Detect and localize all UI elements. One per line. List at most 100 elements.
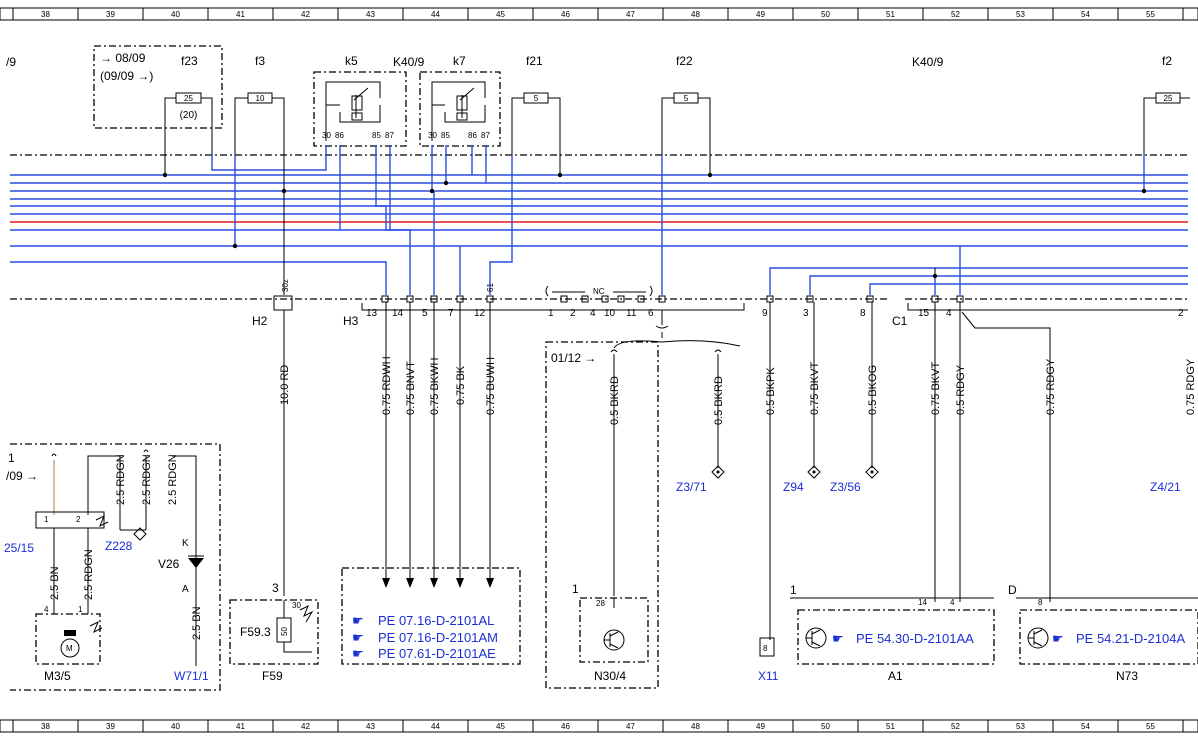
variant-note-0909: (09/09 →) bbox=[100, 69, 153, 83]
svg-text:0.5 BKRD: 0.5 BKRD bbox=[609, 376, 621, 425]
svg-text:W71/1: W71/1 bbox=[174, 669, 209, 683]
svg-text:0.75 BKWH: 0.75 BKWH bbox=[429, 357, 441, 415]
relay-label-k7: k7 bbox=[453, 54, 466, 68]
svg-text:10: 10 bbox=[256, 94, 265, 103]
svg-text:11: 11 bbox=[626, 308, 637, 319]
svg-text:87: 87 bbox=[481, 131, 490, 140]
svg-text:0.5 BKRD: 0.5 BKRD bbox=[713, 376, 725, 425]
fuse-f23: 25 (20) bbox=[164, 92, 213, 155]
variant-note-0809: → 08/09 bbox=[100, 51, 146, 65]
junction-dots bbox=[162, 172, 1147, 279]
svg-text:A: A bbox=[182, 584, 189, 595]
svg-text:2.5 RDGN: 2.5 RDGN bbox=[83, 549, 95, 600]
variant-box-f23 bbox=[93, 45, 223, 129]
svg-text:9: 9 bbox=[762, 308, 768, 319]
ruler-column-label: 51 bbox=[886, 722, 895, 731]
svg-text:V26: V26 bbox=[158, 557, 180, 571]
pe-ref-2: PE 07.16-D-2101AM bbox=[378, 630, 498, 645]
svg-text:12: 12 bbox=[474, 308, 486, 319]
fuse-f2: 25 bbox=[1143, 92, 1190, 155]
svg-text:0.75 BK: 0.75 BK bbox=[455, 365, 467, 405]
ruler-column-label: 50 bbox=[821, 10, 830, 19]
svg-text:Z228: Z228 bbox=[105, 539, 133, 553]
svg-text:☛: ☛ bbox=[352, 630, 364, 645]
svg-text:1: 1 bbox=[8, 451, 15, 465]
svg-text:0.75 BKVT: 0.75 BKVT bbox=[809, 362, 821, 415]
module-label-k40-right: K40/9 bbox=[912, 55, 944, 69]
svg-text:10: 10 bbox=[604, 308, 616, 319]
fuse-label-f3: f3 bbox=[255, 54, 265, 68]
ruler-column-label: 53 bbox=[1016, 10, 1025, 19]
svg-text:1: 1 bbox=[790, 583, 797, 597]
svg-text:25/15: 25/15 bbox=[4, 541, 34, 555]
fuse-f21: 5 bbox=[511, 92, 561, 155]
svg-text:86: 86 bbox=[468, 131, 477, 140]
ruler-column-label: 49 bbox=[756, 10, 765, 19]
ruler-column-label: 39 bbox=[106, 10, 115, 19]
ruler-column-label: 43 bbox=[366, 10, 375, 19]
svg-text:25: 25 bbox=[184, 94, 193, 103]
relay-k5: 30 86 85 87 bbox=[313, 71, 407, 147]
fuse-label-f22: f22 bbox=[676, 54, 693, 68]
ruler-column-label: 46 bbox=[561, 722, 570, 731]
pe-ref-3: PE 07.61-D-2101AE bbox=[378, 646, 496, 661]
svg-text:10.0 RD: 10.0 RD bbox=[279, 365, 291, 405]
svg-text:☛: ☛ bbox=[1052, 631, 1064, 646]
ruler-column-label: 38 bbox=[41, 10, 50, 19]
ruler-column-label: 47 bbox=[626, 722, 635, 731]
svg-text:5: 5 bbox=[422, 308, 428, 319]
svg-text:30: 30 bbox=[292, 601, 301, 610]
ruler-column-label: 42 bbox=[301, 10, 310, 19]
svg-text:X11: X11 bbox=[758, 669, 779, 683]
svg-text:3: 3 bbox=[803, 308, 809, 319]
harness-lines bbox=[10, 174, 1188, 295]
svg-text:Z3/56: Z3/56 bbox=[830, 480, 861, 494]
svg-text:14: 14 bbox=[392, 308, 404, 319]
svg-text:2: 2 bbox=[1178, 308, 1184, 319]
ruler-column-label: 54 bbox=[1081, 722, 1090, 731]
svg-text:25: 25 bbox=[1164, 94, 1173, 103]
svg-text:K: K bbox=[182, 538, 189, 549]
ruler-column-label: 52 bbox=[951, 10, 960, 19]
svg-text:0.75 BKVT: 0.75 BKVT bbox=[930, 362, 942, 415]
ruler-column-label: 49 bbox=[756, 722, 765, 731]
connector-c1: C1 9 3 8 15 4 2 bbox=[762, 303, 1188, 328]
relay-k7: 30 85 86 87 bbox=[419, 71, 501, 147]
svg-text:N73: N73 bbox=[1116, 669, 1138, 683]
relay-label-k5: k5 bbox=[345, 54, 358, 68]
wires-h3-pe: 0.75 RDWH 0.75 BNVT 0.75 BKWH 0.75 BK 0.… bbox=[381, 302, 497, 588]
svg-text:85: 85 bbox=[441, 131, 450, 140]
svg-text:1: 1 bbox=[572, 582, 579, 596]
svg-text:2: 2 bbox=[76, 515, 81, 524]
ruler-column-label: 40 bbox=[171, 10, 180, 19]
left-component-group: 1 /09 → 2.5 RDGN 2.5 RDGN 2.5 RDGN 1 2 Z… bbox=[4, 443, 221, 691]
ground-z4-21: Z4/21 bbox=[1150, 480, 1181, 494]
svg-text:30: 30 bbox=[322, 131, 331, 140]
svg-text:13: 13 bbox=[366, 308, 378, 319]
ruler-column-label: 40 bbox=[171, 722, 180, 731]
svg-text:4: 4 bbox=[44, 605, 49, 614]
svg-text:1: 1 bbox=[78, 605, 83, 614]
fuse-label-f23: f23 bbox=[181, 54, 198, 68]
svg-text:N30/4: N30/4 bbox=[594, 669, 626, 683]
upper-blue-routes bbox=[164, 145, 1145, 295]
module-label-k40-left: K40/9 bbox=[393, 55, 425, 69]
ruler-column-label: 43 bbox=[366, 722, 375, 731]
svg-text:M: M bbox=[66, 644, 73, 653]
grid-ruler-bottom: 38394041424344454647484950515253545556 bbox=[0, 719, 1198, 733]
svg-text:87: 87 bbox=[385, 131, 394, 140]
svg-text:H3: H3 bbox=[343, 314, 359, 328]
svg-text:0.5 BKOG: 0.5 BKOG bbox=[867, 365, 879, 415]
component-a1: 1 14 4 ☛ PE 54.30-D-2101AA A1 bbox=[790, 583, 995, 683]
fuse-label-f21: f21 bbox=[526, 54, 543, 68]
ruler-column-label: 48 bbox=[691, 722, 700, 731]
wire-h2-f59: 10.0 RD bbox=[279, 310, 291, 596]
ground-z3-71: Z3/71 bbox=[676, 465, 725, 494]
svg-text:85: 85 bbox=[372, 131, 381, 140]
component-x11: 8 X11 bbox=[758, 637, 779, 683]
svg-text:6: 6 bbox=[648, 308, 654, 319]
svg-text:0.5 BKPK: 0.5 BKPK bbox=[765, 367, 777, 415]
svg-text:H2: H2 bbox=[252, 314, 268, 328]
svg-text:F59: F59 bbox=[262, 669, 283, 683]
